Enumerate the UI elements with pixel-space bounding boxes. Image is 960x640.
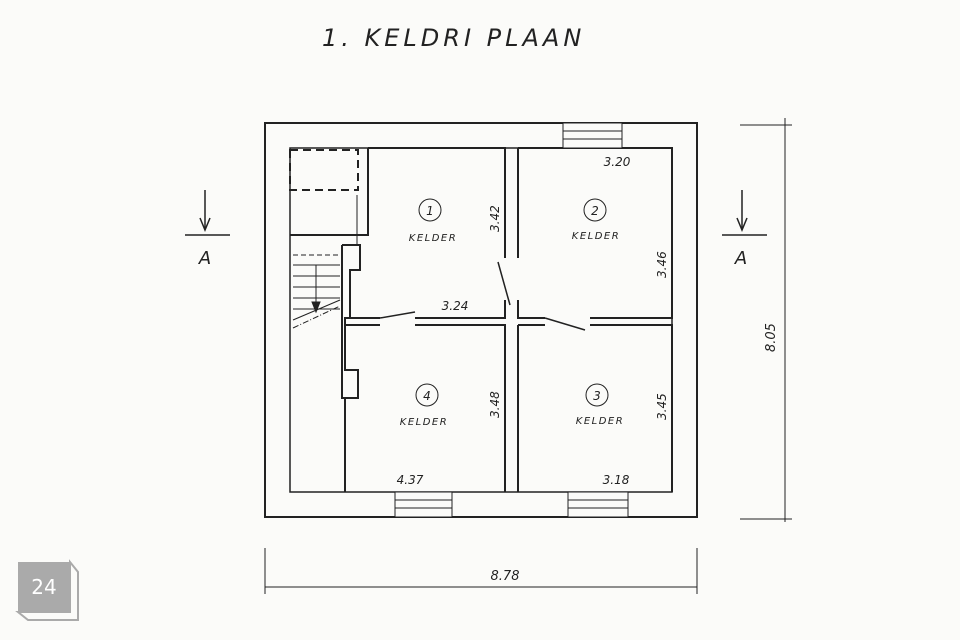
- room-3: 3 KELDER 3.45 3.18: [576, 383, 669, 487]
- overall-width: 8.78: [491, 569, 520, 584]
- svg-text:3.46: 3.46: [655, 251, 669, 278]
- section-label-right: A: [734, 248, 747, 269]
- svg-text:4.37: 4.37: [397, 473, 424, 487]
- svg-text:1: 1: [426, 204, 434, 218]
- overall-height: 8.05: [764, 323, 779, 352]
- svg-text:3.24: 3.24: [442, 299, 469, 313]
- svg-text:3.48: 3.48: [488, 391, 502, 418]
- svg-text:2: 2: [591, 204, 599, 218]
- room-4: 4 KELDER 3.48 4.37: [397, 383, 502, 487]
- svg-text:3.45: 3.45: [655, 393, 669, 420]
- svg-text:3: 3: [593, 389, 601, 403]
- svg-text:3.18: 3.18: [603, 473, 630, 487]
- hatch-dashed: [289, 149, 359, 191]
- windows: [394, 122, 629, 518]
- stairs: [292, 195, 358, 329]
- page-badge: 24: [18, 562, 70, 612]
- svg-text:KELDER: KELDER: [576, 416, 624, 427]
- page-badge-edge: [15, 559, 79, 621]
- section-label-left: A: [198, 248, 211, 269]
- svg-text:3.20: 3.20: [604, 155, 631, 169]
- walls: [264, 122, 698, 518]
- plan-title: 1. KELDRI PLAAN: [322, 24, 585, 52]
- svg-text:4: 4: [423, 389, 431, 403]
- section-markers: [185, 190, 767, 236]
- dimension-lines: [264, 118, 792, 594]
- svg-text:KELDER: KELDER: [572, 231, 620, 242]
- room-1: 1 KELDER 3.42 3.24: [409, 198, 502, 313]
- svg-text:KELDER: KELDER: [400, 417, 448, 428]
- room-2: 2 KELDER 3.46 3.20: [572, 155, 669, 278]
- svg-text:KELDER: KELDER: [409, 233, 457, 244]
- svg-text:3.42: 3.42: [488, 205, 502, 232]
